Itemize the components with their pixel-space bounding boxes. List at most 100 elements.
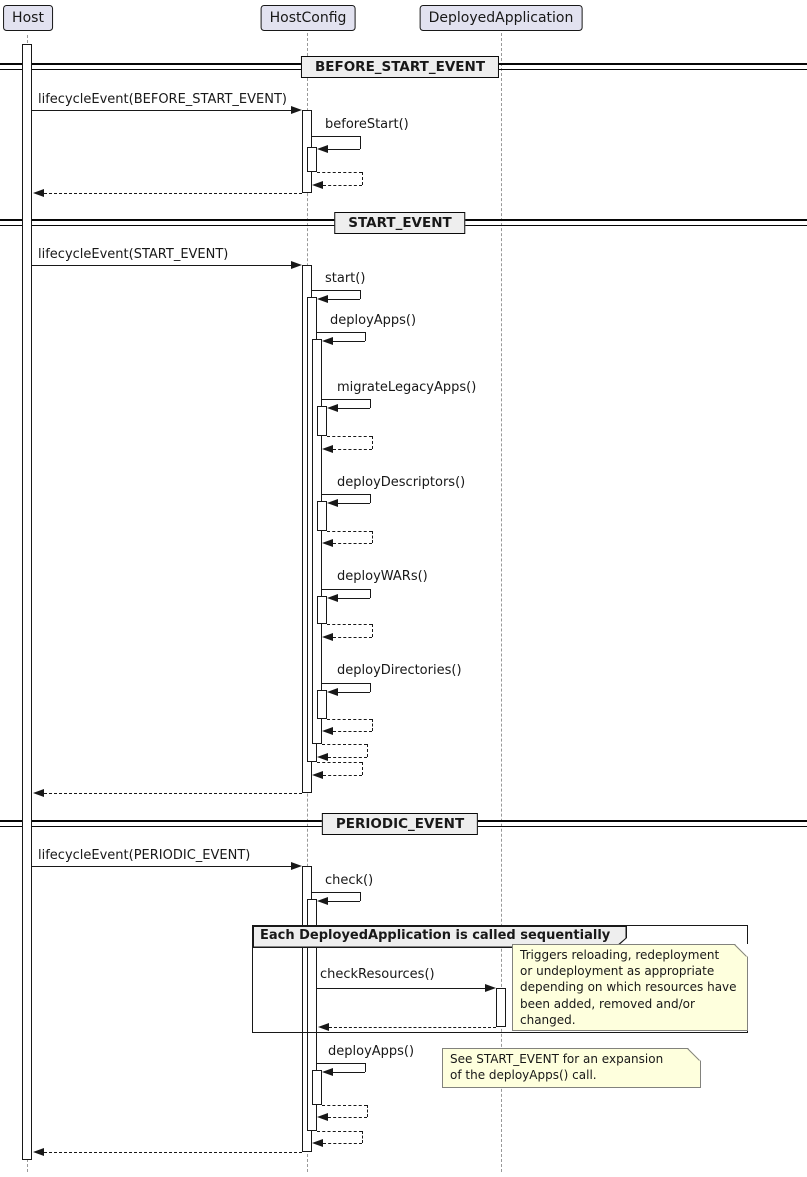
message-label-lifecycle-start: lifecycleEvent(START_EVENT) (38, 247, 229, 262)
message-line-segment (372, 531, 373, 543)
self-return-arrow (333, 731, 372, 732)
arrowhead-icon (322, 337, 333, 345)
self-return-arrow (328, 757, 367, 758)
arrowhead-icon (327, 594, 338, 602)
divider-periodic-event: PERIODIC_EVENT (321, 813, 479, 835)
note-deploy-apps-text: See START_EVENT for an expansion of the … (450, 1052, 664, 1083)
arrowhead-icon (312, 181, 323, 189)
note-check-resources-text: Triggers reloading, redeployment or unde… (520, 948, 737, 1027)
message-line-segment (367, 1105, 368, 1117)
arrowhead-icon (312, 771, 323, 779)
note-check-resources: Triggers reloading, redeployment or unde… (512, 944, 748, 1032)
activation-bar (317, 596, 327, 624)
arrowhead-icon (317, 753, 328, 761)
call-arrow (317, 988, 486, 989)
message-label-deploy-apps: deployApps() (330, 313, 417, 328)
arrowhead-icon (312, 1139, 323, 1147)
arrowhead-icon (291, 106, 302, 114)
arrowhead-icon (317, 1113, 328, 1121)
message-label-check-resources: checkResources() (320, 967, 435, 982)
arrowhead-icon (291, 862, 302, 870)
message-line-segment (370, 683, 371, 692)
arrowhead-icon (291, 261, 302, 269)
self-call-arrow (333, 341, 365, 342)
self-return-arrow (323, 775, 362, 776)
self-call-arrow (322, 399, 370, 400)
lifeline (501, 33, 502, 1172)
self-return-arrow (327, 531, 372, 532)
message-line-segment (365, 1063, 366, 1072)
message-line-segment (362, 1131, 363, 1143)
self-return-arrow (323, 1143, 362, 1144)
message-line-segment (367, 744, 368, 757)
message-line-segment (370, 399, 371, 408)
arrowhead-icon (317, 295, 328, 303)
self-return-arrow (317, 172, 362, 173)
self-return-arrow (333, 543, 372, 544)
activation-bar (317, 406, 327, 436)
message-label-deploy-apps-periodic: deployApps() (328, 1044, 415, 1059)
arrowhead-icon (317, 897, 328, 905)
self-call-arrow (328, 901, 360, 902)
self-call-arrow (338, 503, 370, 504)
message-line-segment (360, 290, 361, 299)
self-call-arrow (312, 290, 360, 291)
self-return-arrow (333, 637, 372, 638)
message-line-segment (370, 589, 371, 598)
self-return-arrow (327, 624, 372, 625)
message-label-deploy-descriptors: deployDescriptors() (337, 475, 466, 490)
participant-host: Host (3, 5, 53, 31)
self-return-arrow (327, 719, 372, 720)
activation-bar (496, 988, 506, 1027)
return-arrow (44, 793, 302, 794)
message-label-migrate-legacy: migrateLegacyApps() (337, 380, 477, 395)
activation-bar (317, 501, 327, 531)
message-label-start: start() (325, 271, 366, 286)
return-arrow (44, 193, 302, 194)
note-deploy-apps: See START_EVENT for an expansion of the … (442, 1048, 701, 1088)
message-label-lifecycle-periodic: lifecycleEvent(PERIODIC_EVENT) (38, 848, 251, 863)
activation-bar (317, 690, 327, 719)
message-label-deploy-wars: deployWARs() (337, 569, 428, 584)
arrowhead-icon (322, 445, 333, 453)
self-call-arrow (322, 683, 370, 684)
divider-start-event: START_EVENT (334, 212, 466, 234)
self-return-arrow (327, 436, 372, 437)
message-line-segment (362, 172, 363, 185)
self-return-arrow (322, 1105, 367, 1106)
group-title: Each DeployedApplication is called seque… (260, 928, 611, 943)
self-call-arrow (328, 149, 360, 150)
arrowhead-icon (33, 189, 44, 197)
message-line-segment (362, 762, 363, 775)
message-label-deploy-directories: deployDirectories() (337, 663, 462, 678)
call-arrow (32, 265, 292, 266)
participant-hostconfig: HostConfig (260, 5, 356, 31)
self-call-arrow (328, 299, 360, 300)
arrowhead-icon (322, 727, 333, 735)
arrowhead-icon (327, 499, 338, 507)
message-label-check: check() (325, 873, 374, 888)
message-line-segment (372, 436, 373, 449)
arrowhead-icon (318, 1023, 329, 1031)
message-line-segment (372, 719, 373, 731)
self-call-arrow (322, 494, 370, 495)
message-line-segment (365, 332, 366, 341)
arrowhead-icon (485, 984, 496, 992)
self-return-arrow (322, 744, 367, 745)
message-line-segment (372, 624, 373, 637)
self-call-arrow (338, 692, 370, 693)
self-call-arrow (312, 892, 360, 893)
arrowhead-icon (322, 633, 333, 641)
self-return-arrow (333, 449, 372, 450)
self-call-arrow (312, 136, 360, 137)
divider-before-start-event: BEFORE_START_EVENT (300, 56, 500, 78)
participant-deployedapplication: DeployedApplication (419, 5, 583, 31)
self-call-arrow (338, 408, 370, 409)
self-return-arrow (323, 185, 362, 186)
self-call-arrow (317, 332, 365, 333)
call-arrow (32, 110, 292, 111)
message-line-segment (360, 136, 361, 149)
activation-bar (307, 147, 317, 172)
group-header-fill (253, 926, 626, 947)
self-call-arrow (338, 598, 370, 599)
